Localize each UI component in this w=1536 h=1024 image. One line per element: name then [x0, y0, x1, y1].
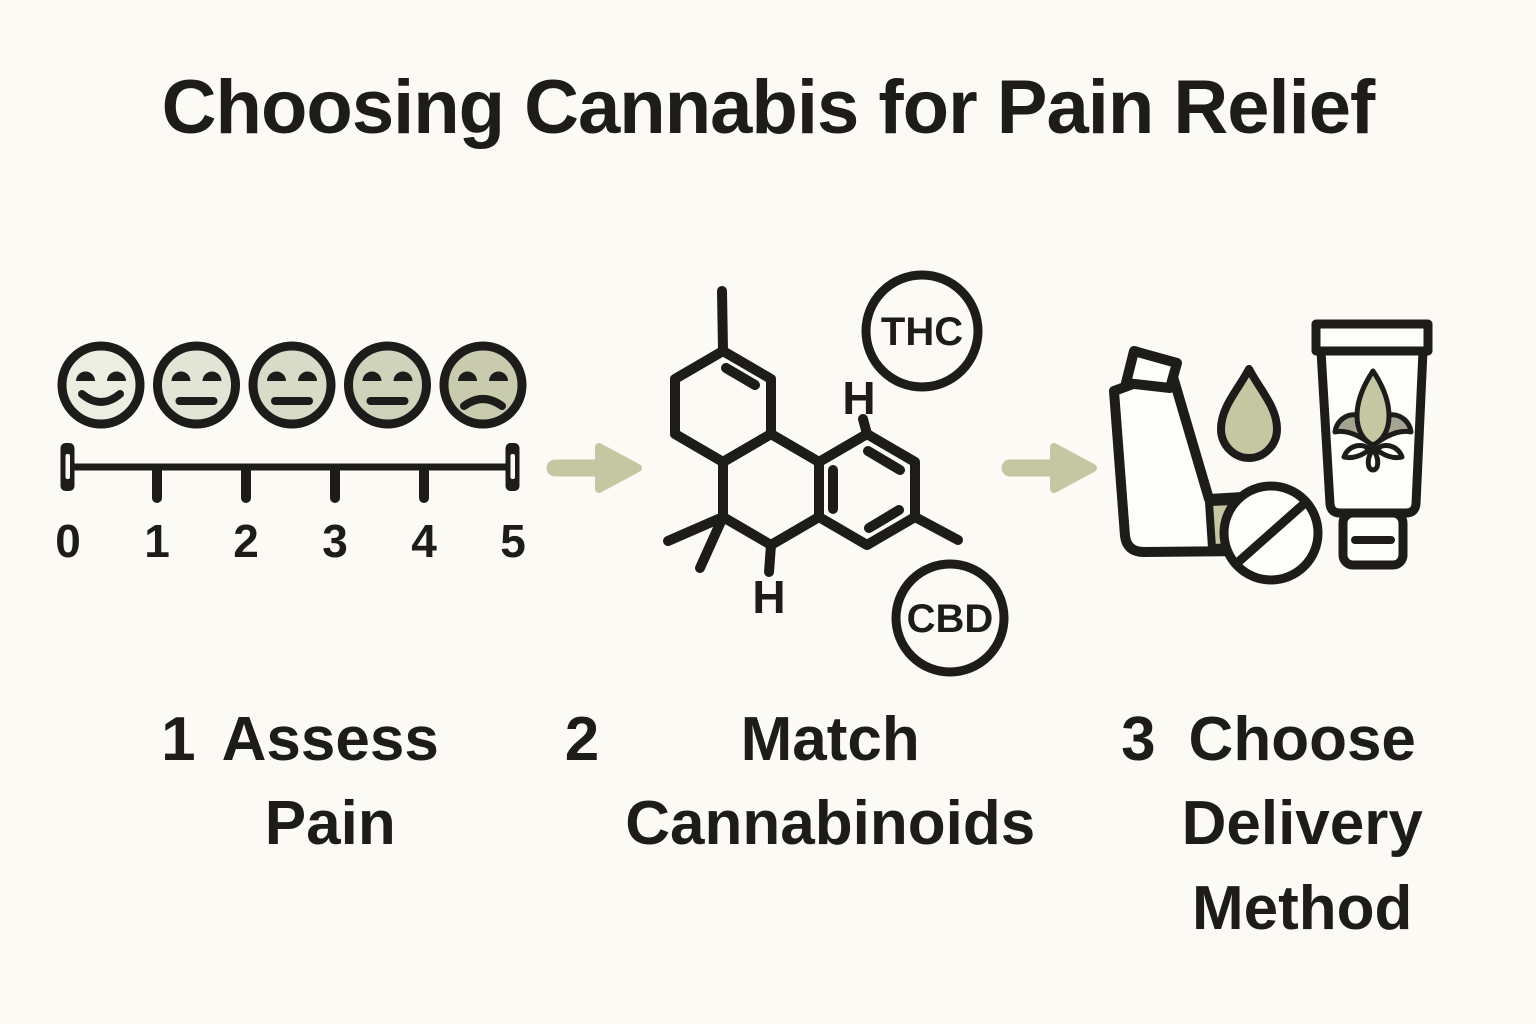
tablet-score-line: [1231, 497, 1311, 569]
face-eyes: [362, 371, 413, 381]
arrow-right-icon: [546, 443, 642, 493]
topical-tube-icon: [1311, 319, 1433, 570]
scale-endcap-left-slot: [65, 454, 70, 479]
scale-label-5: 5: [500, 515, 526, 567]
step-1-title: Assess Pain: [221, 705, 439, 859]
step-3-title: Choose Delivery Method: [1181, 705, 1423, 943]
inhaler-cap: [1121, 346, 1182, 393]
h-bond-top: [858, 414, 872, 439]
face-circle: [153, 341, 240, 429]
face-eyes: [76, 371, 126, 381]
scale-label-4: 4: [411, 515, 437, 567]
face-circle: [439, 341, 527, 429]
thc-badge: THC: [861, 270, 983, 392]
leaf-lower-petals: [1341, 443, 1405, 473]
arrow-right-icon: [1001, 443, 1097, 493]
thc-badge-label: THC: [881, 310, 963, 354]
cbd-badge: CBD: [891, 559, 1009, 677]
scale-label-0: 0: [55, 515, 81, 567]
face-eyes: [267, 371, 317, 381]
face-mouth-frown: [460, 395, 506, 410]
cannabinoid-molecule-graphic: H H THC CBD: [663, 270, 1009, 677]
cbd-badge-label: CBD: [907, 597, 994, 641]
pain-scale-graphic: 0 1 2 3 4 5: [55, 341, 527, 567]
molecule-ring-c: [814, 429, 920, 550]
step-3-caption: 3 Choose Delivery Method: [1032, 698, 1512, 951]
pain-face-2: [153, 341, 240, 429]
double-bond-ring-a: [721, 363, 760, 390]
scale-label-3: 3: [322, 515, 348, 567]
double-bond-ring-c-top: [863, 446, 905, 475]
face-circle: [57, 341, 145, 429]
step-2-caption: 2 Match Cannabinoids: [555, 698, 1045, 867]
pain-face-3: [248, 341, 336, 429]
droplet-icon: [1217, 365, 1281, 462]
delivery-methods-graphic: [1109, 319, 1433, 585]
face-circle: [344, 341, 431, 429]
arrow-head: [595, 443, 642, 493]
step-2-title: Match Cannabinoids: [625, 705, 1036, 859]
face-eyes: [458, 371, 508, 381]
face-eyes: [171, 371, 222, 381]
methyl-right: [910, 512, 963, 545]
face-mouth-smile: [78, 390, 124, 406]
pain-face-5: [439, 341, 527, 429]
cbd-badge-circle: [891, 559, 1009, 677]
step-2-number: 2: [564, 705, 600, 774]
methyl-top: [717, 286, 728, 356]
thc-badge-circle: [861, 270, 983, 392]
leaf-center-petal: [1354, 368, 1392, 448]
arrow-head: [1050, 443, 1097, 493]
pain-face-4: [344, 341, 431, 429]
pain-face-1: [57, 341, 145, 429]
scale-label-1: 1: [144, 515, 170, 567]
atom-label-h-top: H: [842, 372, 875, 424]
molecule-ring-b: [718, 429, 824, 550]
scale-label-2: 2: [233, 515, 259, 567]
scale-endcap-right-slot: [510, 454, 515, 479]
pain-scale-axis: 0 1 2 3 4 5: [55, 443, 526, 567]
double-bond-ring-c-bottom: [864, 505, 904, 533]
step-1-caption: 1 Assess Pain: [40, 698, 560, 867]
step-1-number: 1: [161, 705, 196, 774]
cannabis-leaf-icon: [1332, 368, 1414, 473]
face-circle: [248, 341, 336, 429]
methyl-gem-2: [695, 512, 728, 573]
page-title: Choosing Cannabis for Pain Relief: [161, 65, 1376, 150]
atom-label-h-bottom: H: [752, 571, 785, 623]
methyl-gem-1: [663, 512, 728, 546]
tablet-icon: [1219, 481, 1323, 585]
step-3-number: 3: [1121, 705, 1156, 774]
h-bond-bottom: [764, 540, 776, 577]
